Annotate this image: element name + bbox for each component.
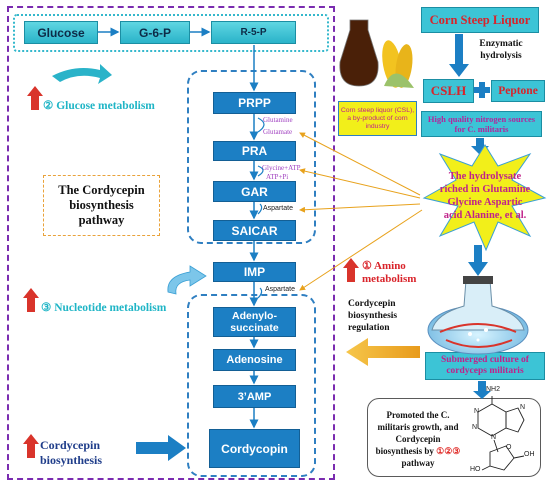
amino-metabolism-label: ① Amino metabolism bbox=[362, 260, 434, 286]
atp-pi-label: ATP+Pi bbox=[266, 173, 289, 181]
saicar-box: SAICAR bbox=[213, 220, 296, 241]
cslh-box: CSLH bbox=[423, 79, 474, 103]
culture-flask-body bbox=[427, 305, 529, 355]
glucose-metabolism-label: ② Glucose metabolism bbox=[43, 98, 155, 112]
plus-icon-v bbox=[479, 82, 485, 98]
molecule-n1: N bbox=[474, 408, 480, 415]
enzymatic-hydrolysis-label: Enzymatic hydrolysis bbox=[479, 39, 523, 61]
glutamate-label: Glutamate bbox=[263, 128, 293, 136]
glycine-atp-label: Glycine+ATP bbox=[262, 164, 301, 172]
culture-swirl-icon bbox=[439, 323, 517, 333]
aspartate-label-2: Aspartate bbox=[265, 286, 295, 293]
culture-particle bbox=[468, 332, 472, 336]
molecule-o: O bbox=[506, 444, 512, 451]
nucleotide-metabolism-label: ③ Nucleotide metabolism bbox=[41, 300, 166, 314]
peptone-box: Peptone bbox=[491, 80, 545, 102]
culture-particle bbox=[484, 328, 488, 332]
molecule-n3: N bbox=[520, 404, 526, 411]
prpp-box: PRPP bbox=[213, 92, 296, 114]
culture-flask-cap bbox=[463, 276, 493, 284]
molecule-ho: HO bbox=[470, 466, 481, 473]
culture-swirl-icon-2 bbox=[445, 339, 513, 348]
hydrolysate-text: The hydrolysate riched in Glutamine Glyc… bbox=[439, 171, 531, 221]
arrow-hydrolysate-flask bbox=[468, 245, 488, 276]
arrow-csl-cslh bbox=[449, 34, 469, 77]
nucleotide-metabolism-text: Nucleotide metabolism bbox=[54, 302, 167, 314]
gar-box: GAR bbox=[213, 181, 296, 202]
glucose-box: Glucose bbox=[24, 21, 98, 44]
promoted-box bbox=[367, 398, 541, 477]
nitrogen-sources-box: High quality nitrogen sources for C. mil… bbox=[421, 111, 542, 137]
corn-steep-liquor-box: Corn Steep Liquor bbox=[421, 7, 539, 33]
promoted-nums: ①②③ bbox=[436, 446, 461, 456]
regulation-label: Cordycepin biosynthesis regulation bbox=[348, 299, 398, 333]
amp-box: 3’AMP bbox=[213, 385, 296, 408]
corn-icon-2 bbox=[395, 44, 413, 88]
promoted-text: Promoted the C. militaris growth, and Co… bbox=[372, 409, 464, 469]
csl-flask-icon bbox=[339, 19, 379, 87]
red-arrow-amino bbox=[343, 258, 359, 282]
csl-caption-box: Corn steep liquor (CSL), a by-product of… bbox=[338, 101, 417, 136]
glucose-metabolism-text: Glucose metabolism bbox=[56, 100, 155, 112]
amp-frame bbox=[187, 294, 316, 477]
amino-metabolism-num: ① bbox=[362, 260, 372, 272]
aspartate-label-1: Aspartate bbox=[263, 205, 293, 212]
arrow-nitrogen-star bbox=[471, 138, 489, 155]
r5p-box: R-5-P bbox=[211, 21, 296, 44]
cordycepin-biosynthesis-label: Cordycepin biosynthesis bbox=[40, 438, 103, 467]
corn-leaf-icon bbox=[384, 73, 414, 88]
nucleotide-metabolism-num: ③ bbox=[41, 302, 52, 314]
cordycopin-box: Cordycopin bbox=[209, 429, 300, 468]
molecule-nh2: NH2 bbox=[486, 386, 501, 393]
submerged-culture-box: Submerged culture of cordyceps militaris bbox=[425, 352, 545, 380]
imp-box: IMP bbox=[213, 262, 296, 282]
molecule-oh: OH bbox=[524, 451, 535, 458]
adenosine-box: Adenosine bbox=[213, 349, 296, 371]
adenylosuccinate-box: Adenylo- succinate bbox=[213, 307, 296, 337]
plus-icon-h bbox=[474, 87, 490, 93]
csl-photo-bg bbox=[338, 8, 418, 100]
culture-particle bbox=[476, 338, 480, 342]
glycolysis-frame bbox=[13, 14, 329, 52]
promoted-prefix: Promoted the C. militaris growth, and Co… bbox=[375, 410, 459, 456]
glucose-metabolism-num: ② bbox=[43, 100, 54, 112]
molecule-n4: N bbox=[491, 434, 497, 441]
glutamine-label: Glutamine bbox=[263, 116, 293, 124]
regulation-arrow bbox=[346, 338, 420, 366]
promoted-suffix: pathway bbox=[401, 458, 435, 468]
corn-icon-1 bbox=[382, 40, 402, 88]
molecule-n2: N bbox=[472, 424, 478, 431]
pra-box: PRA bbox=[213, 141, 296, 161]
culture-flask-neck bbox=[431, 279, 525, 331]
pathway-title-box: The Cordycepin biosynthesis pathway bbox=[43, 175, 160, 236]
g6p-box: G-6-P bbox=[120, 21, 190, 44]
